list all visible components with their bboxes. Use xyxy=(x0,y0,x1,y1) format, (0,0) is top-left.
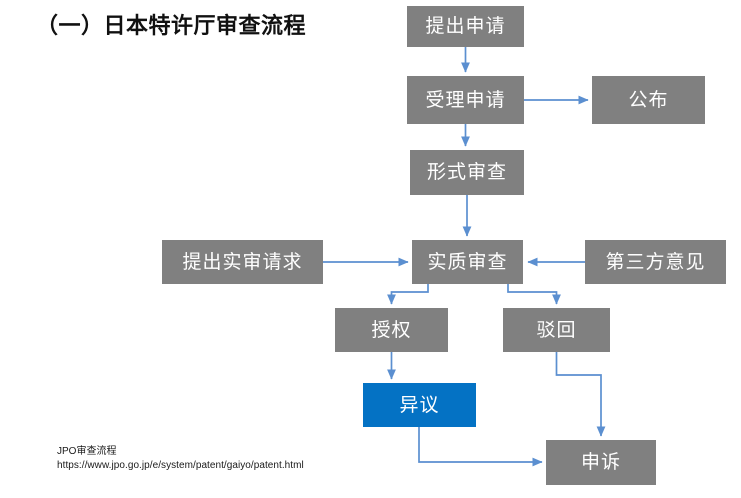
connector-substantive-to-reject xyxy=(507,284,561,305)
node-label: 受理申请 xyxy=(425,89,506,111)
caption-title: JPO审查流程 xyxy=(57,446,117,457)
node-appeal[interactable]: 申诉 xyxy=(546,440,656,485)
node-third-party-opinion[interactable]: 第三方意见 xyxy=(585,240,726,284)
node-label: 异议 xyxy=(399,394,440,416)
node-label: 申诉 xyxy=(580,452,621,473)
node-label: 驳回 xyxy=(536,319,577,341)
node-grant[interactable]: 授权 xyxy=(335,308,448,352)
node-substantive-examination-request[interactable]: 提出实审请求 xyxy=(162,240,323,284)
node-submit-application[interactable]: 提出申请 xyxy=(407,6,524,47)
node-label: 第三方意见 xyxy=(605,251,706,273)
connector-opposition-to-appeal xyxy=(418,427,543,467)
connector-substantive-to-grant xyxy=(387,284,429,305)
connector-reject-to-appeal xyxy=(555,352,606,437)
node-label: 提出实审请求 xyxy=(182,251,303,273)
caption-url[interactable]: https://www.jpo.go.jp/e/system/patent/ga… xyxy=(57,459,304,471)
node-label: 公布 xyxy=(628,89,669,111)
node-publication[interactable]: 公布 xyxy=(592,76,705,124)
node-label: 授权 xyxy=(371,319,412,341)
page-title: （一）日本特许厅审查流程 xyxy=(36,13,307,38)
node-label: 实质审查 xyxy=(427,251,508,273)
source-caption: JPO审查流程 https://www.jpo.go.jp/e/system/p… xyxy=(57,445,304,472)
node-label: 形式审查 xyxy=(426,162,507,183)
node-rejection[interactable]: 驳回 xyxy=(503,308,610,352)
node-formal-examination[interactable]: 形式审查 xyxy=(410,150,524,195)
node-opposition[interactable]: 异议 xyxy=(363,383,476,427)
node-accept-application[interactable]: 受理申请 xyxy=(407,76,524,124)
node-substantive-examination[interactable]: 实质审查 xyxy=(412,240,523,284)
node-label: 提出申请 xyxy=(425,16,506,37)
